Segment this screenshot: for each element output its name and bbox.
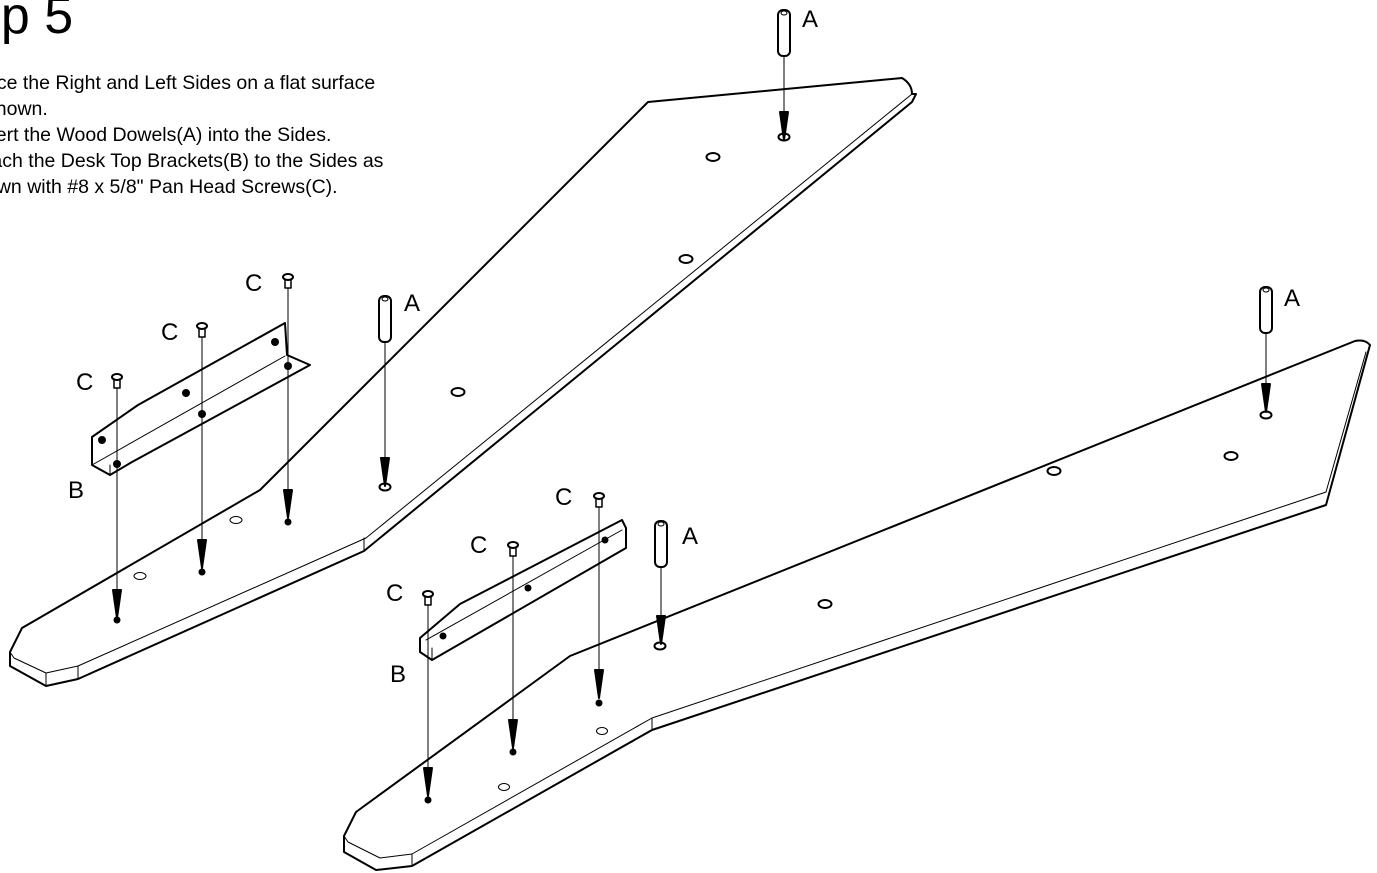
wood-dowel [378, 295, 392, 487]
bracket-label: B [390, 661, 406, 688]
screw-label: C [76, 369, 93, 396]
wood-dowel [777, 9, 791, 141]
instruction-line: shown. [0, 98, 48, 120]
left-side-panel [9, 77, 917, 687]
instruction-list: ace the Right and Left Sides on a flat s… [0, 70, 383, 200]
right-side-panel [343, 339, 1371, 871]
bracket-label: B [68, 477, 84, 504]
pan-head-screw [422, 590, 434, 804]
dowel-label: A [802, 6, 818, 33]
wood-dowel [654, 520, 668, 645]
desk-top-bracket [419, 519, 627, 661]
screw-label: C [555, 484, 572, 511]
instruction-line: ace the Right and Left Sides on a flat s… [0, 72, 376, 94]
dowel-label: A [682, 523, 698, 550]
instruction-line: own with #8 x 5/8" Pan Head Screws(C). [0, 176, 338, 198]
pan-head-screw [282, 273, 294, 526]
instruction-line: tach the Desk Top Brackets(B) to the Sid… [0, 150, 384, 172]
screw-label: C [386, 580, 403, 607]
desk-top-bracket [91, 322, 311, 476]
instruction-line: sert the Wood Dowels(A) into the Sides. [0, 124, 332, 146]
screw-label: C [245, 270, 262, 297]
dowel-label: A [1284, 285, 1300, 312]
dowel-label: A [404, 290, 420, 317]
pan-head-screw [507, 541, 519, 756]
screw-label: C [161, 319, 178, 346]
pan-head-screw [593, 492, 605, 707]
pan-head-screw [111, 373, 123, 624]
step-heading: ep 5 [0, 0, 74, 45]
pan-head-screw [196, 322, 208, 576]
screw-label: C [470, 532, 487, 559]
wood-dowel [1259, 286, 1273, 413]
